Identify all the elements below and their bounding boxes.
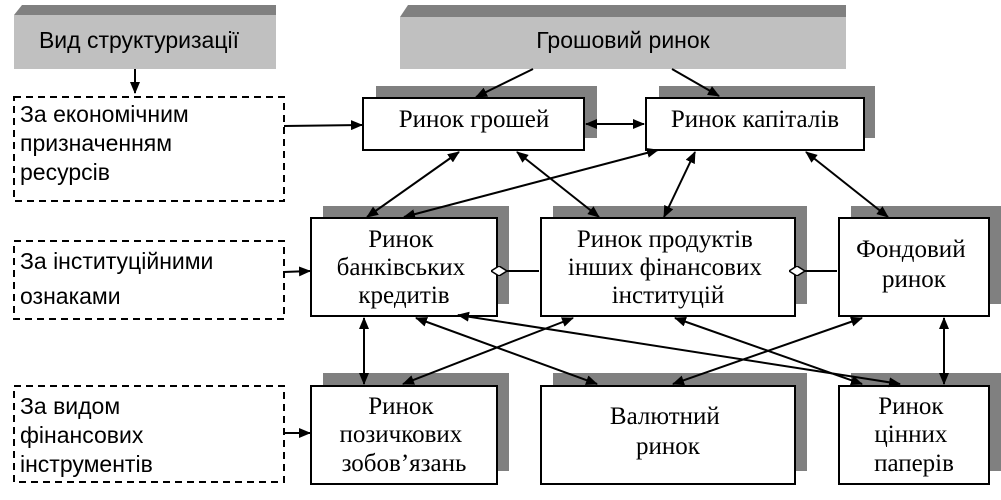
level1-arrow [283,120,363,131]
arrow-other-loan [402,317,574,385]
node-currency-market: Валютний ринок [540,373,807,485]
arrow-capital-other [663,151,696,218]
header-structuring-type: Вид структуризації [14,5,276,69]
svg-text:Ринок капіталів: Ринок капіталів [671,106,839,133]
arrow-capital-stock [805,151,889,218]
arrow-capital-bank [403,147,659,220]
level2-arrow [283,266,311,277]
header-structuring-type-label: Вид структуризації [39,27,240,53]
svg-text:Ринок цінних папер: Ринок цінних паперів [874,393,954,477]
arrow-money-market-to-money [475,68,534,98]
svg-text:Ринок банківських: Ринок банківських кредитів [337,226,472,309]
connectors [359,68,949,388]
node-other-financial-institutions-market: Ринок продуктів інших фінансових інститу… [540,206,807,317]
node-stock-market: Фондовий ринок [838,206,1001,317]
node-securities-market: Ринок цінних паперів [838,373,1001,485]
arrow-stock-currency [672,316,863,386]
header-money-market: Грошовий ринок [400,5,846,69]
level-financial-instruments-label: За видом фінансових інструментів [20,393,153,477]
svg-text:Фондовий ринок: Фондовий ринок [856,236,972,293]
header-money-market-label: Грошовий ринок [536,27,710,53]
node-loan-obligations-market: Ринок позичкових зобов’язань [310,373,509,485]
level-financial-instruments: За видом фінансових інструментів [13,385,285,483]
svg-text:Валютний ринок: Валютний ринок [610,403,726,460]
level-institutional-label: За інституційними ознаками [20,248,220,309]
level-economic-purpose: За економічним призначенням ресурсів [13,96,285,202]
svg-text:Ринок продуктів інших фі: Ринок продуктів інших фінансових інститу… [568,226,768,309]
node-bank-credit-market: Ринок банківських кредитів [310,206,509,317]
level-institutional: За інституційними ознаками [13,240,285,320]
svg-text:Ринок грошей: Ринок грошей [399,106,550,133]
svg-text:Ринок позичкових з: Ринок позичкових зобов’язань [339,393,468,477]
node-capital-market: Ринок капіталів [645,86,875,151]
arrow-money-market-to-capital [671,68,720,97]
level-economic-purpose-label: За економічним призначенням ресурсів [20,101,195,185]
